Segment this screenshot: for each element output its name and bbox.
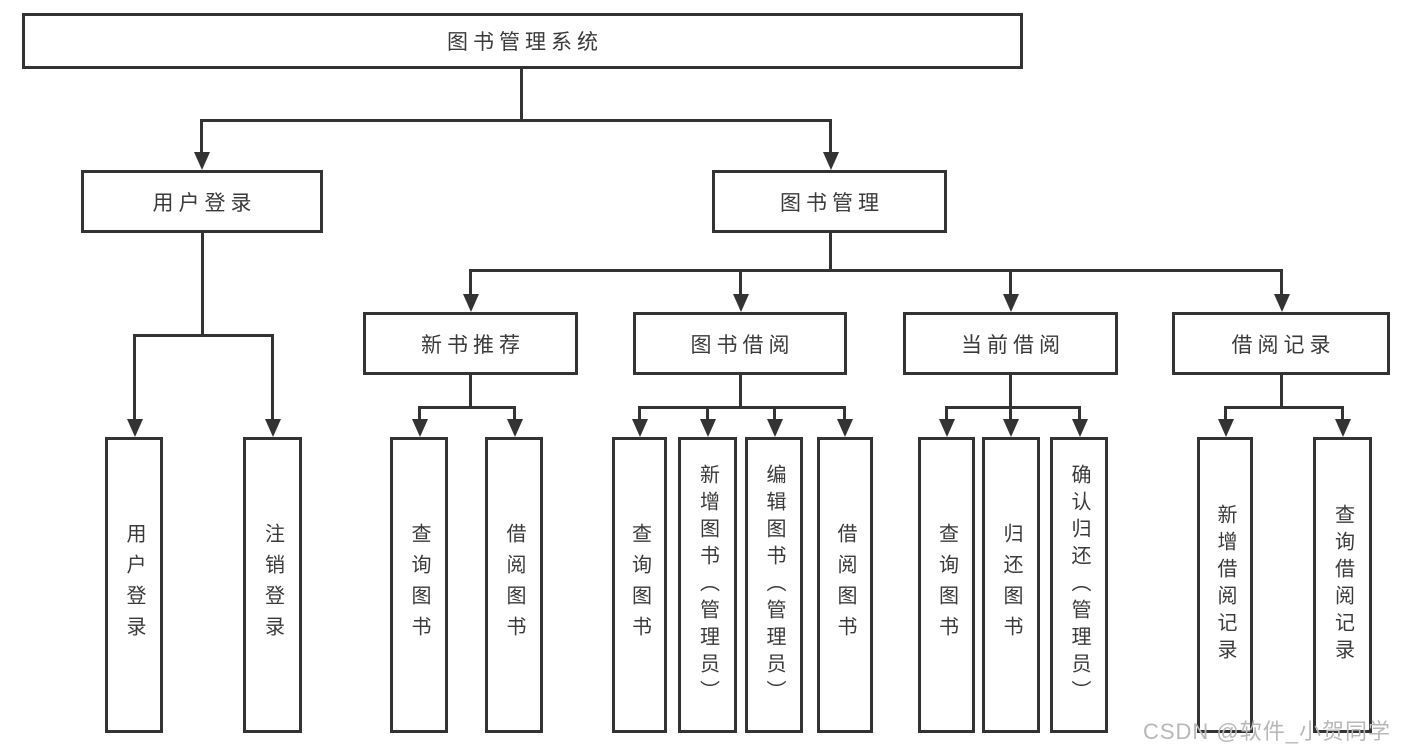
arrow-down-icon [1072, 419, 1088, 437]
leaf-borrow-books-recommend: 借阅图书 [485, 437, 543, 733]
connector-records-stub [1280, 375, 1283, 408]
connector-root-drop-left [200, 119, 203, 154]
node-book-management: 图书管理 [712, 170, 947, 233]
arrow-down-icon [823, 152, 839, 170]
leaf-query-borrow-record: 查询借阅记录 [1313, 437, 1372, 733]
leaf-add-borrow-record: 新增借阅记录 [1197, 437, 1253, 733]
connector-mgmt-drop-4 [1280, 269, 1283, 296]
arrow-down-icon [767, 419, 783, 437]
node-user-login: 用户登录 [81, 170, 323, 233]
connector-mgmt-drop-3 [1009, 269, 1012, 296]
arrow-down-icon [632, 419, 648, 437]
connector-root-drop-right [829, 119, 832, 154]
node-book-borrow: 图书借阅 [633, 312, 847, 375]
connector-mgmt-drop-2 [739, 269, 742, 296]
connector-login-stub [201, 233, 204, 337]
connector-login-drop-2 [271, 334, 274, 421]
arrow-down-icon [127, 419, 143, 437]
connector-mgmt-stub [829, 233, 832, 272]
node-new-book-recommend: 新书推荐 [363, 312, 578, 375]
leaf-logout: 注销登录 [243, 437, 302, 733]
connector-root-hline [200, 119, 832, 122]
leaf-borrow-books: 借阅图书 [817, 437, 873, 733]
leaf-return-book: 归还图书 [982, 437, 1040, 733]
csdn-watermark: CSDN @软件_小贺同学 [1142, 719, 1391, 744]
arrow-down-icon [507, 419, 523, 437]
arrow-down-icon [939, 419, 955, 437]
node-current-borrow: 当前借阅 [903, 312, 1118, 375]
connector-borrow-stub [739, 375, 742, 408]
connector-records-drop-1 [1224, 406, 1227, 422]
connector-borrow-drop-1 [638, 406, 641, 422]
connector-newbook-stub [469, 375, 472, 408]
arrow-down-icon [1335, 419, 1351, 437]
connector-borrow-drop-4 [843, 406, 846, 422]
connector-login-hline [133, 334, 274, 337]
arrow-down-icon [1274, 294, 1290, 312]
arrow-down-icon [837, 419, 853, 437]
connector-current-drop-3 [1078, 406, 1081, 422]
node-borrow-records: 借阅记录 [1172, 312, 1390, 375]
connector-borrow-drop-2 [706, 406, 709, 422]
arrow-down-icon [412, 419, 428, 437]
connector-records-drop-2 [1341, 406, 1344, 422]
connector-mgmt-drop-1 [469, 269, 472, 296]
arrow-down-icon [1003, 294, 1019, 312]
connector-newbook-hline [418, 406, 515, 409]
arrow-down-icon [463, 294, 479, 312]
connector-newbook-drop-2 [513, 406, 516, 422]
leaf-confirm-return-admin: 确认归还（管理员） [1050, 437, 1108, 733]
arrow-down-icon [265, 419, 281, 437]
node-root-library-system: 图书管理系统 [22, 13, 1023, 69]
leaf-query-books-borrow: 查询图书 [612, 437, 667, 733]
arrow-down-icon [1003, 419, 1019, 437]
connector-newbook-drop-1 [418, 406, 421, 422]
connector-mgmt-hline [469, 269, 1283, 272]
leaf-query-books-recommend: 查询图书 [390, 437, 448, 733]
leaf-user-login: 用户登录 [105, 437, 163, 733]
arrow-down-icon [700, 419, 716, 437]
connector-current-stub [1009, 375, 1012, 408]
leaf-edit-book-admin: 编辑图书（管理员） [745, 437, 803, 733]
arrow-down-icon [194, 152, 210, 170]
connector-borrow-hline [638, 406, 846, 409]
connector-login-drop-1 [133, 334, 136, 421]
leaf-query-books-current: 查询图书 [918, 437, 975, 733]
connector-records-hline [1224, 406, 1343, 409]
arrow-down-icon [1218, 419, 1234, 437]
connector-current-hline [945, 406, 1081, 409]
leaf-add-book-admin: 新增图书（管理员） [678, 437, 737, 733]
connector-current-drop-2 [1009, 406, 1012, 422]
connector-borrow-drop-3 [773, 406, 776, 422]
connector-root-stub [520, 69, 523, 121]
arrow-down-icon [733, 294, 749, 312]
connector-current-drop-1 [945, 406, 948, 422]
